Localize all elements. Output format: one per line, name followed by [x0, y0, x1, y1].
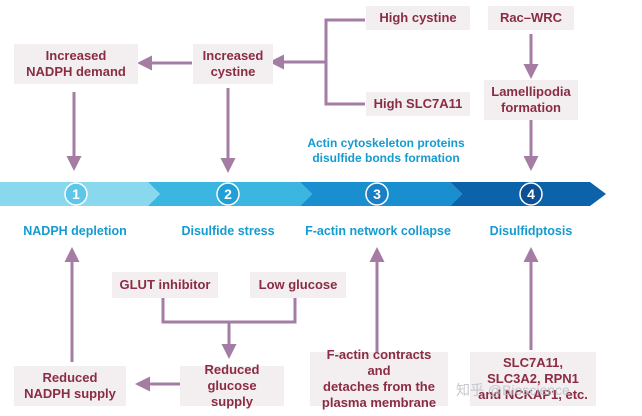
stage-1-label: NADPH depletion	[23, 224, 127, 238]
low-glucose-box: Low glucose	[250, 272, 346, 298]
stage-4-label: Disulfidptosis	[489, 224, 573, 238]
increased-nadph-demand-box: Increased NADPH demand	[14, 44, 138, 84]
pathway-band: 1 2 3 4	[0, 182, 606, 206]
stage-1-number: 1	[72, 186, 80, 202]
stage-3-circle	[365, 182, 389, 206]
high-cystine-label: High cystine	[379, 10, 457, 25]
stage-3-label: F-actin network collapse	[305, 224, 451, 238]
slc7a11-list-label: SLC7A11, SLC3A2, RPN1 and NCKAP1, etc.	[478, 355, 588, 402]
lamellipodia-label: Lamellipodia formation	[491, 84, 571, 115]
high-cystine-box: High cystine	[366, 6, 470, 30]
factin-contracts-label: F-actin contracts and detaches from the …	[321, 347, 437, 410]
actin-note: Actin cytoskeleton proteins disulfide bo…	[307, 136, 465, 165]
rac-wrc-label: Rac–WRC	[499, 10, 563, 25]
reduced-nadph-supply-label: Reduced NADPH supply	[24, 370, 116, 401]
lamellipodia-box: Lamellipodia formation	[484, 80, 578, 120]
stage-2-circle	[216, 182, 240, 206]
factin-contracts-box: F-actin contracts and detaches from the …	[310, 347, 448, 410]
bottom-bracket	[161, 298, 297, 324]
stage-1-circle	[64, 182, 88, 206]
slc7a11-list-box: SLC7A11, SLC3A2, RPN1 and NCKAP1, etc.	[470, 352, 596, 406]
reduced-glucose-supply-label: Reduced glucose supply	[204, 362, 260, 409]
stage-4-circle	[519, 182, 543, 206]
increased-cystine-box: Increased cystine	[193, 44, 273, 84]
glut-inhibitor-label: GLUT inhibitor	[119, 277, 211, 292]
low-glucose-label: Low glucose	[258, 277, 338, 292]
connectors	[64, 18, 539, 392]
reduced-nadph-supply-box: Reduced NADPH supply	[14, 366, 126, 406]
high-slc7a11-box: High SLC7A11	[366, 92, 470, 116]
stage-4-number: 4	[527, 186, 535, 202]
increased-nadph-demand-label: Increased NADPH demand	[26, 48, 126, 79]
glut-inhibitor-box: GLUT inhibitor	[112, 272, 218, 298]
stage-2-number: 2	[224, 186, 232, 202]
stage-2-label: Disulfide stress	[181, 224, 275, 238]
watermark: 知乎 @Bioscience	[456, 382, 570, 398]
reduced-glucose-supply-box: Reduced glucose supply	[180, 362, 284, 409]
stage-3-number: 3	[373, 186, 381, 202]
top-bracket	[324, 18, 365, 106]
high-slc7a11-label: High SLC7A11	[373, 96, 463, 111]
increased-cystine-label: Increased cystine	[202, 48, 264, 79]
rac-wrc-box: Rac–WRC	[488, 6, 574, 30]
